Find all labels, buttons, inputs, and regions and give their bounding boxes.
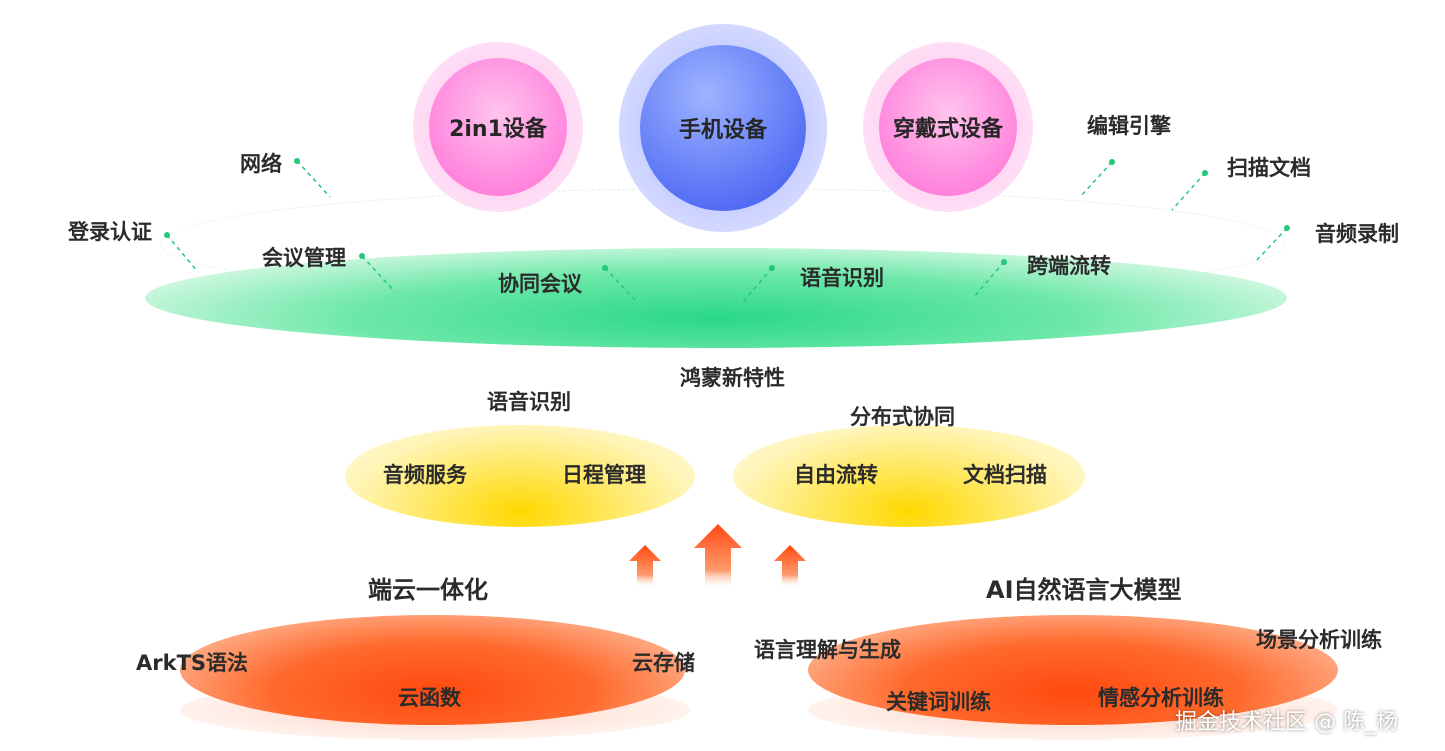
bottom-right-sentiment-training: 情感分析训练 [1098, 686, 1224, 710]
bottom-right-title: AI自然语言大模型 [986, 576, 1182, 604]
feature-scan-document: 扫描文档 [1227, 156, 1311, 180]
leader-lines [166, 160, 1288, 304]
device-label-wearable: 穿戴式设备 [879, 58, 1017, 196]
feature-edit-engine: 编辑引擎 [1087, 114, 1171, 138]
bottom-left-arkts: ArkTS语法 [136, 651, 249, 675]
bottom-right-keyword-training: 关键词训练 [886, 690, 991, 714]
middle-left-schedule: 日程管理 [562, 463, 646, 487]
bottom-right-scene-analysis: 场景分析训练 [1256, 628, 1382, 652]
feature-network: 网络 [240, 152, 282, 176]
up-arrow-left [629, 545, 661, 588]
feature-audio-recording: 音频录制 [1315, 222, 1399, 246]
orange-ellipse-right [808, 615, 1338, 725]
up-arrow-right [774, 545, 806, 588]
feature-meeting-management: 会议管理 [262, 246, 346, 270]
device-circle-2in1: 2in1设备 [413, 42, 583, 212]
leader-dots [164, 158, 1290, 271]
up-arrow-center [694, 524, 742, 590]
device-circle-wearable: 穿戴式设备 [863, 42, 1033, 212]
bottom-left-title: 端云一体化 [368, 576, 488, 604]
feature-collab-meeting: 协同会议 [498, 272, 582, 296]
orange-ellipse-left [180, 615, 685, 725]
feature-platform-ellipse [145, 248, 1287, 348]
watermark: 掘金技术社区 @ 陈_杨 [1175, 710, 1398, 735]
middle-right-free-flow: 自由流转 [794, 463, 878, 487]
device-label-phone: 手机设备 [640, 45, 806, 211]
feature-cross-device-flow: 跨端流转 [1027, 254, 1111, 278]
device-circle-phone: 手机设备 [619, 24, 827, 232]
yellow-ellipse-left [345, 425, 695, 527]
bottom-left-cloud-storage: 云存储 [632, 651, 695, 675]
feature-speech-recognition: 语音识别 [800, 266, 884, 290]
bottom-right-language-understanding: 语言理解与生成 [754, 638, 901, 662]
middle-right-doc-scan: 文档扫描 [963, 463, 1047, 487]
bottom-left-cloud-function: 云函数 [398, 686, 461, 710]
middle-right-title: 分布式协同 [850, 405, 955, 429]
middle-left-audio-service: 音频服务 [383, 463, 467, 487]
yellow-ellipse-right [733, 425, 1085, 527]
middle-left-title: 语音识别 [487, 390, 571, 414]
device-label-2in1: 2in1设备 [429, 58, 567, 196]
feature-login-auth: 登录认证 [68, 220, 152, 244]
features-title: 鸿蒙新特性 [680, 366, 785, 390]
